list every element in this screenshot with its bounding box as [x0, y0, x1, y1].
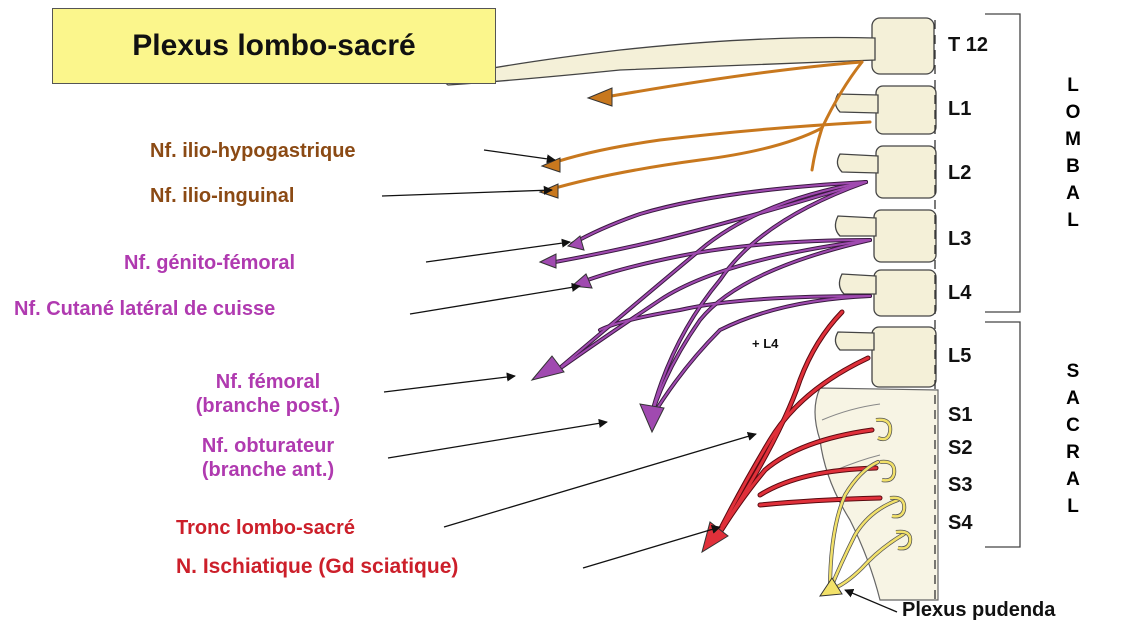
- vertebra-l3-process: [835, 216, 876, 236]
- vertebra-l1-body: [876, 86, 936, 134]
- region-letter: S: [1061, 358, 1085, 385]
- vertebra-l3-body: [874, 210, 936, 262]
- vertebra-l5-body: [872, 327, 936, 387]
- nerve-l1-l2-link: [812, 128, 822, 170]
- region-letter: L: [1061, 493, 1085, 520]
- arrowhead-ilio-inguinal: [540, 184, 558, 198]
- label-obturateur-line2: (branche ant.): [166, 458, 370, 482]
- label-femoral-line2: (branche post.): [170, 394, 366, 418]
- arrowhead-cutane-lateral: [572, 274, 592, 288]
- arrowhead-obturateur: [640, 404, 664, 432]
- vertebra-l4-process: [839, 274, 876, 294]
- orange-nerves: [548, 62, 870, 190]
- arrowhead-genito-femoral-2: [540, 254, 556, 268]
- vertebra-l2-process: [837, 154, 878, 173]
- label-femoral: Nf. fémoral (branche post.): [170, 370, 366, 418]
- vertebra-label-t12: T 12: [948, 34, 988, 57]
- vertebra-label-s4: S4: [948, 512, 972, 535]
- label-femoral-line1: Nf. fémoral: [170, 370, 366, 394]
- region-sacral: S A C R A L: [1061, 358, 1085, 520]
- label-ilio-hypogastrique: Nf. ilio-hypogastrique: [150, 139, 356, 163]
- vertebra-l2-body: [876, 146, 936, 198]
- region-letter: L: [1061, 207, 1085, 234]
- vertebra-label-l2: L2: [948, 162, 971, 185]
- vertebra-l1-process: [835, 94, 878, 113]
- vertebra-label-s2: S2: [948, 437, 972, 460]
- label-ilio-inguinal: Nf. ilio-inguinal: [150, 184, 294, 208]
- pointer-lines: [382, 150, 897, 612]
- region-letter: C: [1061, 412, 1085, 439]
- arrowhead-ilio-hypogastrique: [542, 158, 560, 172]
- title-box: Plexus lombo-sacré: [52, 8, 496, 84]
- label-tronc-lombo-sacre: Tronc lombo-sacré: [176, 516, 355, 540]
- vertebra-label-s3: S3: [948, 474, 972, 497]
- bracket-sacral: [985, 322, 1020, 547]
- vertebra-label-l1: L1: [948, 98, 971, 121]
- rib-t12: [445, 38, 875, 86]
- label-plexus-pudenda: Plexus pudenda: [902, 598, 1055, 622]
- region-lombal: L O M B A L: [1061, 72, 1085, 234]
- region-letter: M: [1061, 126, 1085, 153]
- arrowhead-femoral: [532, 356, 564, 380]
- region-letter: R: [1061, 439, 1085, 466]
- vertebra-t12-body: [872, 18, 934, 74]
- bracket-lombal: [985, 14, 1020, 312]
- vertebra-label-s1: S1: [948, 404, 972, 427]
- label-ischiatique: N. Ischiatique (Gd sciatique): [176, 555, 458, 579]
- label-genito-femoral: Nf. génito-fémoral: [124, 251, 295, 275]
- region-letter: L: [1061, 72, 1085, 99]
- region-letter: B: [1061, 153, 1085, 180]
- vertebra-label-l3: L3: [948, 228, 971, 251]
- arrowhead-t12: [588, 88, 612, 106]
- region-letter: O: [1061, 99, 1085, 126]
- vertebra-l5-process: [835, 332, 874, 350]
- label-obturateur: Nf. obturateur (branche ant.): [166, 434, 370, 482]
- page-title: Plexus lombo-sacré: [132, 29, 415, 63]
- region-letter: A: [1061, 466, 1085, 493]
- label-obturateur-line1: Nf. obturateur: [166, 434, 370, 458]
- region-letter: A: [1061, 180, 1085, 207]
- region-letter: A: [1061, 385, 1085, 412]
- vertebra-label-l4: L4: [948, 282, 971, 305]
- label-cutane-lateral: Nf. Cutané latéral de cuisse: [14, 297, 275, 321]
- label-plus-l4: + L4: [752, 336, 778, 351]
- vertebra-label-l5: L5: [948, 345, 971, 368]
- vertebra-l4-body: [874, 270, 936, 316]
